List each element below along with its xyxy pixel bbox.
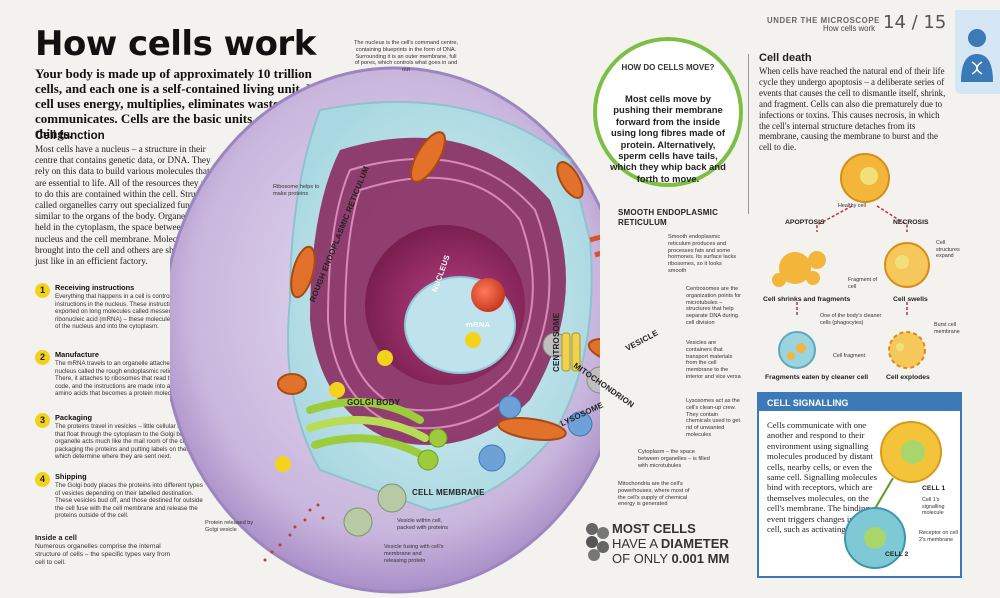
section-kicker: UNDER THE MICROSCOPE [767, 16, 880, 25]
eaten-label: Fragments eaten by cleaner cell [765, 374, 869, 381]
step-3: 3 Packaging The proteins travel in vesic… [35, 413, 205, 473]
page-title: How cells work [35, 24, 316, 64]
apoptosis-label: APOPTOSIS [785, 219, 825, 226]
vesicle-note: Vesicles are containers that transport m… [686, 340, 741, 380]
fragment-label: Fragment of cell [848, 277, 878, 290]
step-text: Everything that happens in a cell is con… [55, 293, 201, 331]
receptor-label: Receptor on cell 2's membrane [919, 530, 958, 543]
step-markers [275, 332, 481, 472]
cytoplasm-note: Cytoplasm – the space between organelles… [638, 449, 710, 469]
step-2: 2 Manufacture The mRNA travels to an org… [35, 350, 205, 410]
step-title: Packaging [55, 413, 92, 422]
signalling-text: Cells communicate with one another and r… [767, 420, 878, 535]
most-cells-fact: MOST CELLS HAVE A DIAMETER OF ONLY 0.001… [612, 521, 729, 566]
burst-membrane-label: Burst cell membrane [934, 322, 960, 335]
step-marker-labels [470, 300, 478, 308]
intro-paragraph: Your body is made up of approximately 10… [35, 66, 335, 141]
released-proteins [263, 503, 325, 562]
centrosome-note: Centrosomes are the organization points … [686, 286, 742, 326]
step-4: 4 Shipping The Golgi body places the pro… [35, 472, 205, 532]
protein-released-note: Protein released by Golgi vesicle [205, 520, 254, 533]
signal-molecule-label: Cell 1's signalling molecule [922, 497, 945, 516]
golgi-body-shape [306, 398, 448, 471]
nucleolus [471, 278, 505, 312]
signalling-diagram [844, 421, 942, 569]
step-text: The Golgi body places the proteins into … [55, 482, 203, 520]
healthy-cell-label: Healthy cell [838, 203, 866, 209]
cell-fragment-label: Cell fragment [833, 353, 866, 359]
necrosis-label: NECROSIS [893, 219, 929, 226]
step-text: The mRNA travels to an organelle attache… [55, 360, 199, 398]
mrna-label: mRNA [466, 320, 491, 329]
page-numbers: 14 / 15 [883, 12, 947, 33]
cell-function-heading: Cell function [35, 130, 105, 142]
nucleus-note: The nucleus is the cell's command centre… [354, 40, 458, 74]
most-cells-line3b: 0.001 MM [671, 551, 730, 566]
mitochondria-note: Mitochondria are the cell's powerhouses,… [618, 481, 690, 508]
step-number: 2 [35, 350, 50, 365]
bubble-question: HOW DO CELLS MOVE? [621, 63, 715, 72]
step-number: 3 [35, 413, 50, 428]
vesicles [343, 332, 600, 537]
structures-expand-label: Cell structures expand [936, 240, 960, 259]
ser-title: SMOOTH ENDOPLASMIC RETICULUM [618, 208, 719, 227]
swells-label: Cell swells [893, 296, 928, 303]
inside-cell-text: Numerous organelles comprise the interna… [35, 543, 171, 566]
cell-death-diagram [772, 153, 930, 369]
inside-cell-title: Inside a cell [35, 533, 77, 542]
cell-signalling-box: CELL SIGNALLING Cells communicate with o… [757, 392, 962, 578]
signalling-header: CELL SIGNALLING [759, 394, 960, 411]
column-divider [748, 54, 749, 214]
bubble-answer: Most cells move by pushing their membran… [610, 93, 726, 184]
step-1: 1 Receiving instructions Everything that… [35, 283, 205, 343]
step-title: Manufacture [55, 350, 99, 359]
vesicle-within-note: Vesicle within cell, packed with protein… [397, 518, 448, 531]
cell-death-text: When cells have reached the natural end … [759, 66, 946, 153]
most-cells-line2b: DIAMETER [660, 536, 729, 551]
section-subtitle: How cells work [823, 24, 875, 33]
mitochondria [277, 131, 600, 441]
step-text: The proteins travel in vesicles – little… [55, 423, 205, 461]
cell-function-text: Most cells have a nucleus – a structure … [35, 144, 219, 267]
step-title: Shipping [55, 472, 87, 481]
centrosome-label: CENTROSOME [552, 312, 561, 372]
ser-note: Smooth endoplasmic reticulum produces an… [668, 234, 737, 274]
cell-cluster-icon [586, 523, 609, 561]
cell-diagram [170, 66, 600, 594]
ribosome-note: Ribosome helps to make proteins [273, 184, 320, 197]
cell2-label: CELL 2 [885, 551, 909, 558]
most-cells-line2a: HAVE A [612, 536, 661, 551]
cleaner-cell-label: One of the body's cleaner cells (phagocy… [820, 313, 882, 326]
cell-death-heading: Cell death [759, 52, 812, 64]
step-number: 1 [35, 283, 50, 298]
vesicle-fusing-note: Vesicle fusing with cell's membrane and … [384, 544, 444, 564]
cell1-label: CELL 1 [922, 485, 946, 492]
signalling-heading: CELL SIGNALLING [767, 398, 849, 408]
shrinks-label: Cell shrinks and fragments [763, 296, 851, 303]
lysosome-note: Lysosomes act as the cell's clean-up cre… [686, 398, 741, 438]
explodes-label: Cell explodes [886, 374, 930, 381]
step-title: Receiving instructions [55, 283, 135, 292]
golgi-label: GOLGI BODY [347, 398, 401, 407]
cell-membrane-label: CELL MEMBRANE [412, 488, 485, 497]
most-cells-line1: MOST CELLS [612, 521, 696, 536]
most-cells-line3a: OF ONLY [612, 551, 672, 566]
smooth-er [589, 234, 600, 258]
cells-move-bubble: HOW DO CELLS MOVE? Most cells move by pu… [593, 37, 743, 187]
vesicle-label: VESICLE [624, 328, 660, 353]
step-number: 4 [35, 472, 50, 487]
centrosome-shape [561, 332, 581, 372]
dna-person-icon [955, 10, 1000, 94]
